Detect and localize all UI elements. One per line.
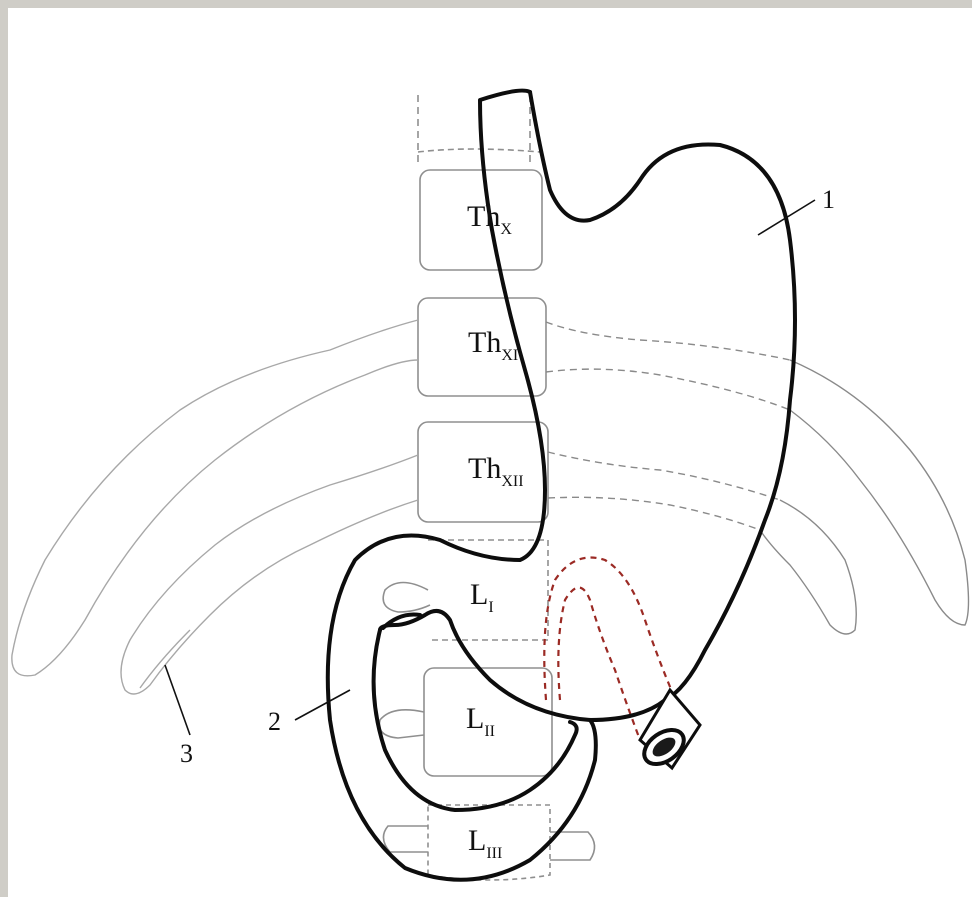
rib-right-upper-solid [790, 360, 969, 625]
intestine-cut-end [638, 690, 700, 771]
callout-3-number: 3 [180, 739, 193, 768]
organs [328, 91, 795, 880]
jejunum-loop-outer [544, 558, 680, 711]
label-thxi: ThXI [468, 326, 518, 364]
callout-1-number: 1 [822, 185, 835, 214]
label-li: LI [470, 578, 494, 616]
vertebra-liii-process-left [383, 826, 428, 852]
label-lii: LII [466, 702, 495, 740]
rib-right-upper [546, 322, 790, 360]
rib-right-lower-lower-edge [548, 497, 760, 530]
rib-right-lower [548, 452, 780, 500]
esophagus-lesser-curvature [328, 91, 596, 880]
label-thx: ThX [467, 200, 512, 238]
vertebra-lii-process [379, 710, 424, 738]
vertebra-liii-body [428, 805, 550, 880]
rib-left-upper [12, 320, 418, 676]
intervertebral-line-top [418, 149, 540, 152]
right-ribs [546, 322, 969, 634]
rib-left-lower-inner [140, 630, 190, 688]
vertebra-lii-body [424, 668, 552, 776]
callout-2-leader [295, 690, 350, 720]
greater-curvature [380, 92, 795, 720]
callout-2-number: 2 [268, 707, 281, 736]
callout-3-leader [165, 665, 190, 735]
label-thxii: ThXII [468, 452, 524, 490]
vertebra-li-process [383, 583, 430, 613]
left-ribs [12, 320, 418, 694]
rib-right-lower-solid [760, 500, 856, 634]
rib-right-upper-lower-edge [546, 369, 790, 410]
label-liii: LIII [468, 824, 502, 862]
vertebra-labels: ThX ThXI ThXII LI LII LIII [466, 200, 524, 862]
